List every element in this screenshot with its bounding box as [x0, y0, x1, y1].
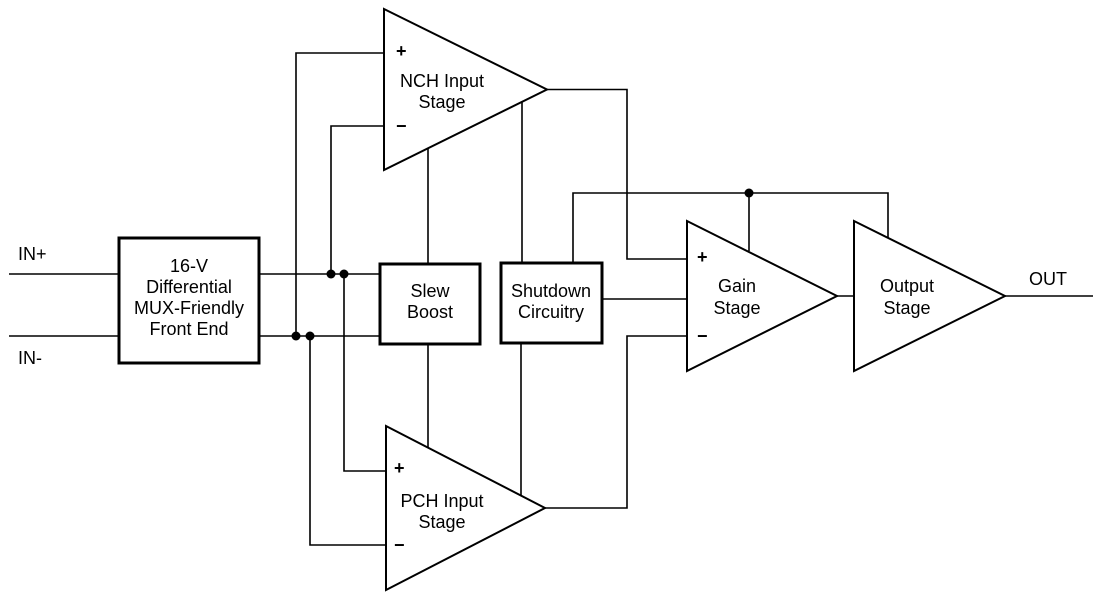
front-end-label-line2: Differential [146, 277, 232, 297]
pch-plus-sign: + [394, 458, 405, 478]
output-stage-triangle [853, 219, 1008, 373]
nch-input-stage-label: NCH Input Stage + − [396, 41, 484, 136]
wire-nch-out-to-gain-plus [547, 88, 687, 260]
slew-boost-label-line2: Boost [407, 302, 453, 322]
gain-stage-label: Gain Stage + − [697, 247, 761, 346]
front-end-label-line4: Front End [149, 319, 228, 339]
slew-boost-label: Slew Boost [407, 281, 453, 322]
nch-input-stage-triangle [383, 7, 550, 172]
shutdown-box [499, 261, 604, 345]
in-minus-label: IN- [18, 348, 42, 368]
front-end-box [117, 236, 261, 365]
wire-to-pch-minus [309, 336, 386, 546]
shutdown-label-line1: Shutdown [511, 281, 591, 301]
junction-dot [744, 188, 754, 198]
in-plus-label: IN+ [18, 244, 47, 264]
slew-boost-label-line1: Slew [410, 281, 450, 301]
pch-input-stage-label: PCH Input Stage + − [394, 458, 484, 555]
gain-stage-triangle [686, 219, 840, 373]
slew-boost-box [378, 262, 482, 346]
output-label-line2: Stage [883, 298, 930, 318]
nch-label-line1: NCH Input [400, 71, 484, 91]
front-end-label-line1: 16-V [170, 256, 208, 276]
wire-to-pch-plus [343, 274, 386, 472]
shutdown-label-line2: Circuitry [518, 302, 584, 322]
front-end-label: 16-V Differential MUX-Friendly Front End [134, 256, 244, 339]
gain-label-line1: Gain [718, 276, 756, 296]
nch-minus-sign: − [396, 116, 407, 136]
junction-dot [326, 269, 336, 279]
wires [9, 52, 1093, 546]
nch-label-line2: Stage [418, 92, 465, 112]
output-stage-label: Output Stage [880, 276, 934, 318]
wire-to-nch-plus [295, 52, 384, 336]
gain-minus-sign: − [697, 326, 708, 346]
gain-plus-sign: + [697, 247, 708, 267]
pch-input-stage-triangle [385, 424, 548, 592]
pch-minus-sign: − [394, 535, 405, 555]
nch-plus-sign: + [396, 41, 407, 61]
wire-to-nch-minus [330, 125, 384, 274]
pch-label-line1: PCH Input [400, 491, 483, 511]
output-label-line1: Output [880, 276, 934, 296]
pch-label-line2: Stage [418, 512, 465, 532]
gain-label-line2: Stage [713, 298, 760, 318]
wire-shutdown-control-bus [572, 192, 889, 263]
front-end-label-line3: MUX-Friendly [134, 298, 244, 318]
out-label: OUT [1029, 269, 1067, 289]
shutdown-label: Shutdown Circuitry [511, 281, 591, 322]
junction-dot [305, 331, 315, 341]
wire-pch-out-to-gain-minus [545, 335, 687, 509]
junction-dot [339, 269, 349, 279]
junction-dot [291, 331, 301, 341]
junction-dots [291, 188, 754, 341]
